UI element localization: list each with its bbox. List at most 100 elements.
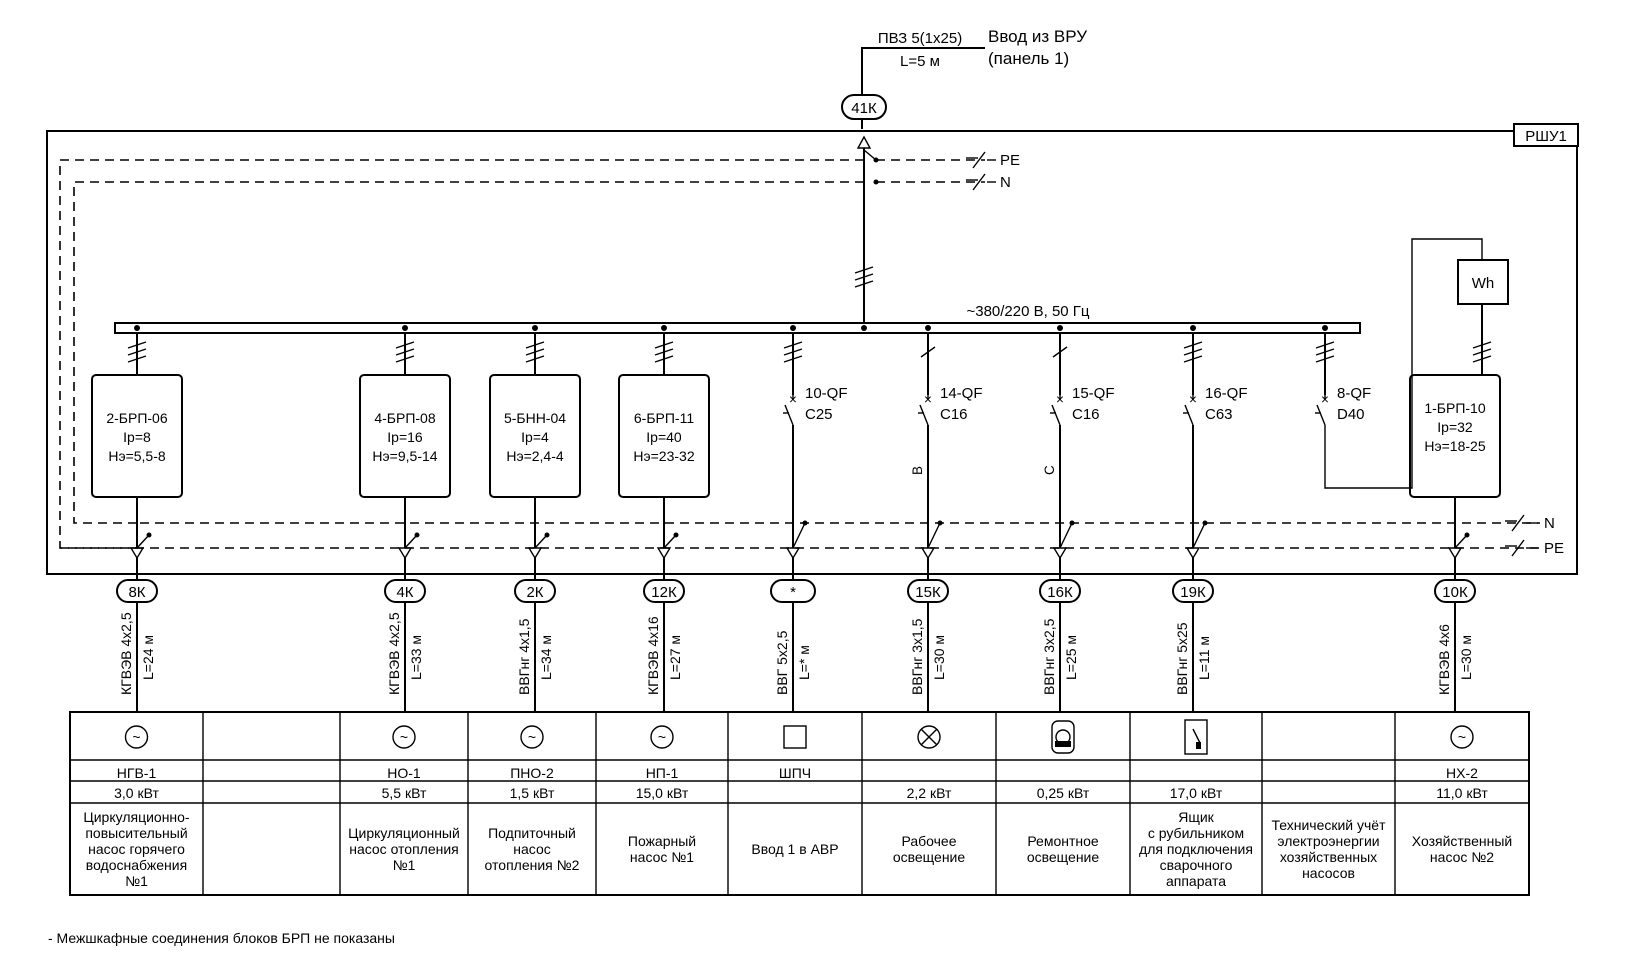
terminal-label: 10К — [1442, 584, 1468, 601]
cable-length: L=33 м — [408, 635, 424, 680]
svg-text:~: ~ — [1458, 729, 1466, 745]
bottom-pe-n-lines: N PE — [60, 514, 1564, 557]
motor-icon — [392, 725, 416, 749]
cable-type: ВВГнг 5х25 — [1174, 622, 1190, 695]
block-ip: Iр=40 — [646, 429, 682, 445]
load-description-line: аппарата — [1166, 873, 1226, 889]
switch-box-icon — [1184, 719, 1208, 755]
bottom-pe-label: PE — [1544, 540, 1564, 557]
svg-text:~: ~ — [132, 729, 140, 745]
cable-type: КГВЭВ 4х6 — [1436, 624, 1452, 695]
svg-text:×: × — [1056, 392, 1064, 407]
cable-length: L=25 м — [1063, 635, 1079, 680]
load-description-line: насосов — [1302, 865, 1355, 881]
panel-frame — [46, 130, 1578, 575]
load-power: 1,5 кВт — [510, 785, 555, 801]
frequency-converter-icon — [783, 725, 807, 749]
cable-type: ВВГнг 4х1,5 — [516, 618, 532, 695]
load-description-line: Рабочее — [901, 833, 956, 849]
bus-voltage-label: ~380/220 В, 50 Гц — [966, 303, 1089, 320]
cable-type: ВВГнг 3х1,5 — [909, 618, 925, 695]
load-description-line: электроэнергии — [1277, 833, 1379, 849]
svg-text:×: × — [1321, 392, 1329, 407]
breaker-id: 10-QF — [805, 385, 848, 402]
cable-type: ВВГ 5х2,5 — [774, 630, 790, 695]
load-description-line: насос №1 — [630, 849, 694, 865]
breaker-id: 15-QF — [1072, 385, 1115, 402]
load-power: 15,0 кВт — [636, 785, 689, 801]
breaker-rating: C63 — [1205, 406, 1233, 423]
svg-text:×: × — [1189, 392, 1197, 407]
load-code: НХ-2 — [1446, 765, 1478, 781]
block-ip: Iр=32 — [1437, 419, 1473, 435]
breaker-id: 8-QF — [1337, 385, 1371, 402]
supply-input-sub: (панель 1) — [988, 49, 1069, 68]
cable-length: L=11 м — [1196, 636, 1212, 680]
load-description-line: №1 — [393, 857, 416, 873]
motor-icon — [650, 725, 674, 749]
load-description-line: насос — [513, 841, 550, 857]
terminal-label: * — [790, 584, 796, 601]
motor-icon — [124, 725, 149, 749]
load-code: ШПЧ — [779, 765, 811, 781]
load-code: НП-1 — [646, 765, 679, 781]
cable-length: L=27 м — [667, 635, 683, 680]
breaker-rating: C16 — [1072, 406, 1100, 423]
load-description-line: повысительный — [85, 825, 187, 841]
bottom-n-label: N — [1544, 515, 1555, 532]
terminal-41k — [841, 94, 887, 120]
load-description-line: с рубильником — [1148, 825, 1244, 841]
block-ne: Нэ=18-25 — [1424, 438, 1485, 454]
load-power: 17,0 кВт — [1170, 785, 1223, 801]
load-table: ~НГВ-13,0 кВтЦиркуляционно-повысительный… — [69, 711, 1530, 896]
load-description-line: сварочного — [1160, 857, 1233, 873]
load-description-line: освещение — [893, 849, 966, 865]
block-ne: Нэ=9,5-14 — [372, 448, 437, 464]
block-name: 5-БНН-04 — [504, 410, 566, 426]
block-ip: Iр=8 — [123, 429, 151, 445]
load-description-line: насос №2 — [1430, 849, 1494, 865]
motor-icon — [1450, 725, 1474, 749]
motor-icon — [520, 725, 544, 749]
energy-meter — [1457, 259, 1509, 305]
breaker-id: 16-QF — [1205, 385, 1248, 402]
block-ne: Нэ=2,4-4 — [506, 448, 564, 464]
block-name: 4-БРП-08 — [374, 410, 435, 426]
breaker-rating: C25 — [805, 406, 833, 423]
svg-text:~: ~ — [528, 729, 536, 745]
top-pe-n-lines: PE N — [59, 151, 1020, 549]
terminal-label: 4К — [396, 584, 413, 601]
load-description-line: Хозяйственный — [1412, 833, 1512, 849]
block-ip: Iр=4 — [521, 429, 549, 445]
breaker-phase: C — [1042, 465, 1057, 475]
table-col-10: Технический учётэлектроэнергиихозяйствен… — [1271, 817, 1386, 881]
incoming-supply: ПВЗ 5(1х25) L=5 м Ввод из ВРУ (панель 1)… — [841, 27, 1087, 129]
load-description-line: Технический учёт — [1271, 817, 1386, 833]
meter-branch: Wh — [1357, 238, 1509, 489]
svg-text:~: ~ — [658, 729, 666, 745]
cable-length: L=30 м — [1458, 635, 1474, 680]
busbar — [114, 322, 1361, 334]
load-description-line: насос горячего — [88, 841, 185, 857]
repair-lamp-icon — [1051, 720, 1075, 754]
table-col-1: ~НГВ-13,0 кВтЦиркуляционно-повысительный… — [83, 725, 190, 889]
cable-type: КГВЭВ 4х2,5 — [118, 612, 134, 695]
terminal-label: 19К — [1180, 584, 1206, 601]
svg-text:~: ~ — [400, 729, 408, 745]
